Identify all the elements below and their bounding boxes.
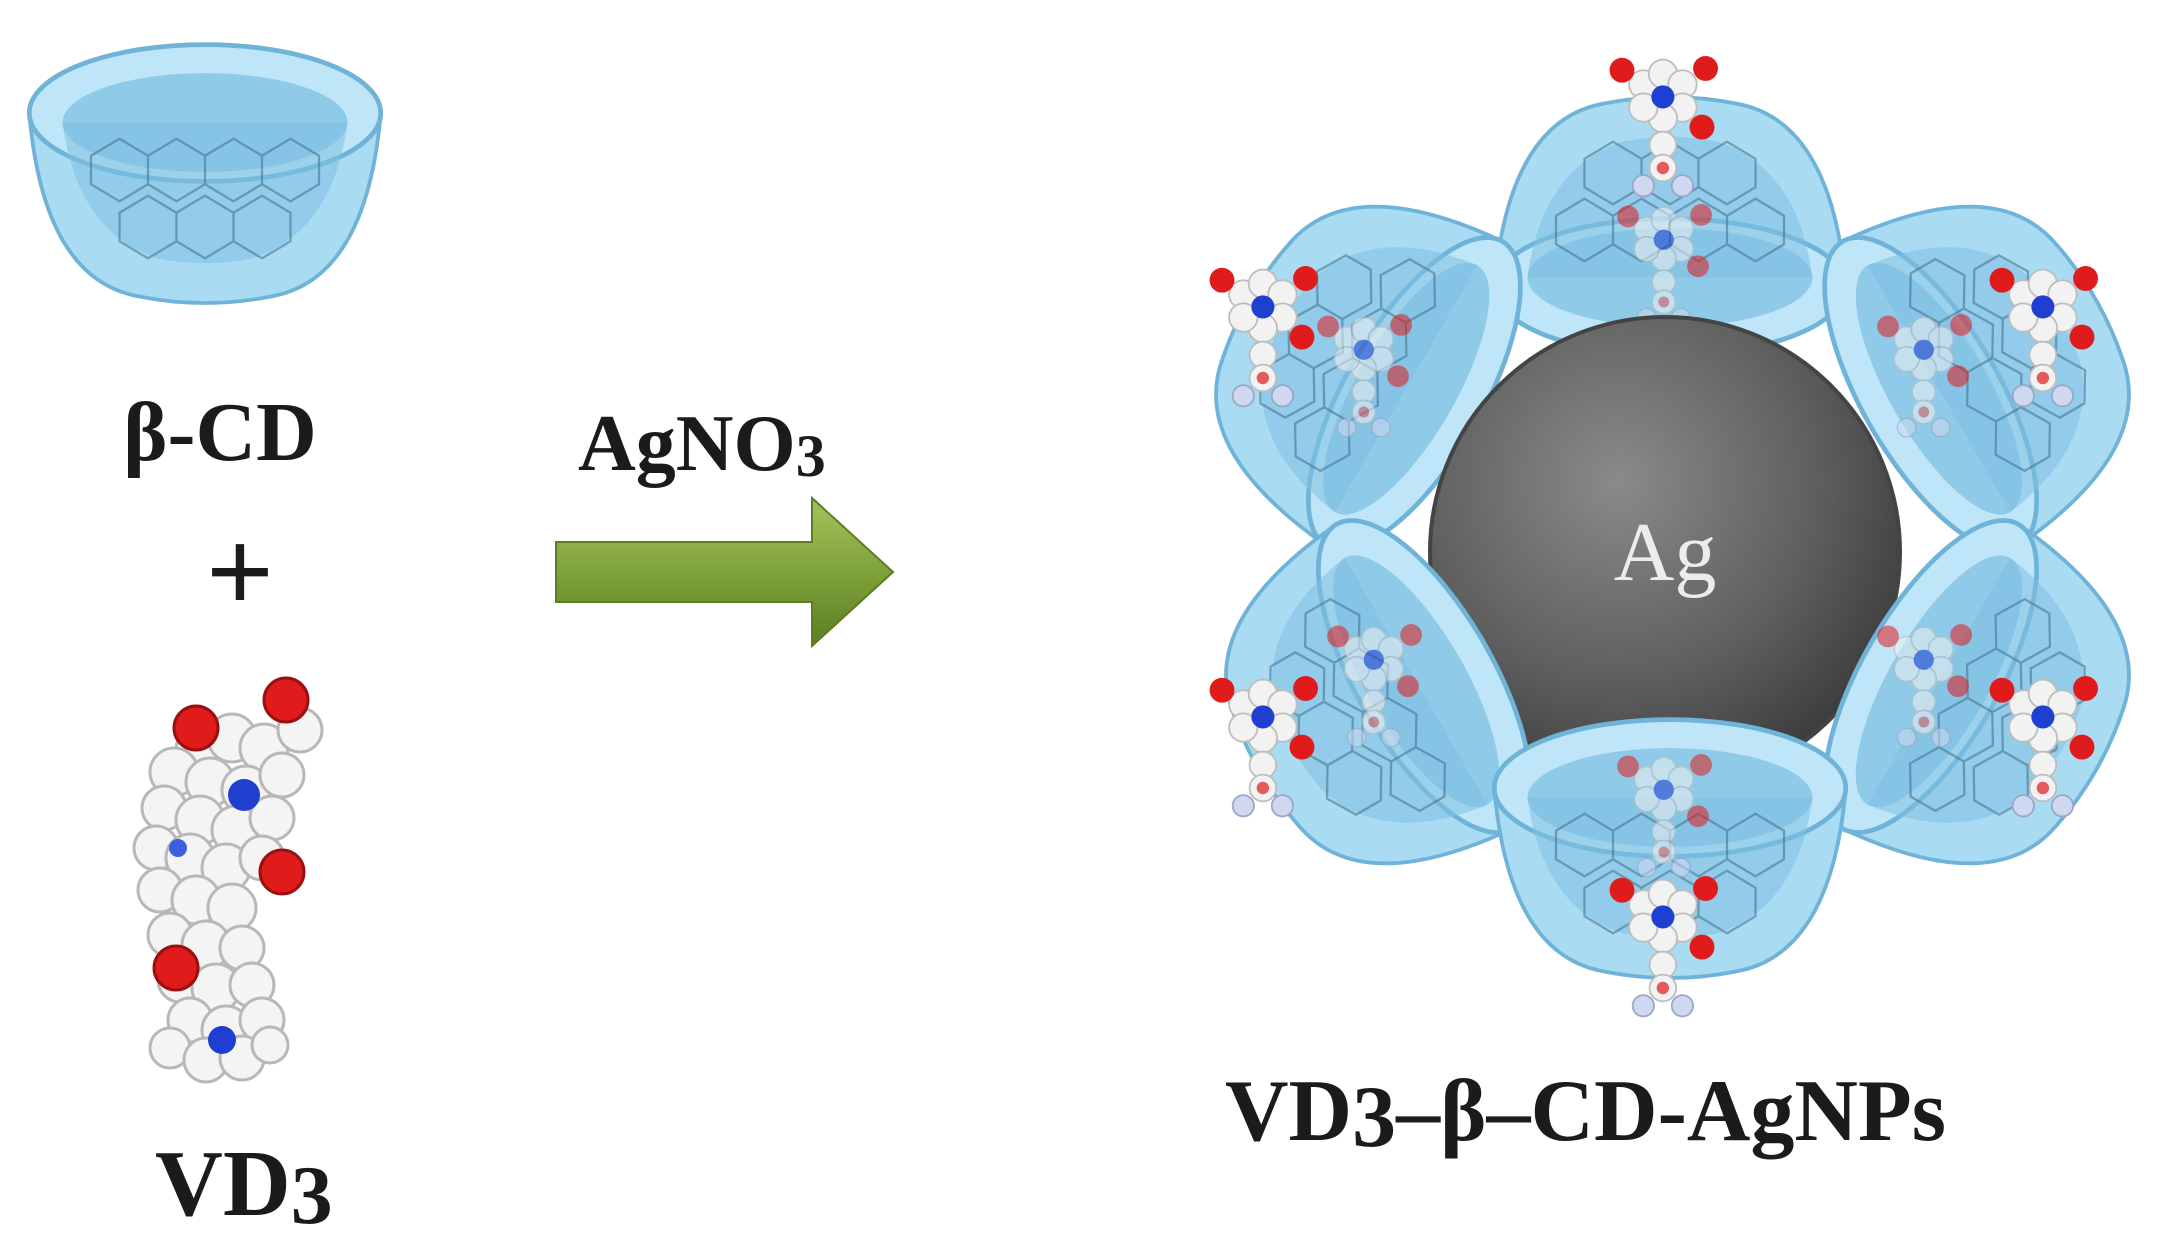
reaction-arrow-icon [555, 495, 895, 649]
beta-cd-cone-icon [29, 45, 381, 303]
ag-core-label: Ag [1614, 506, 1717, 599]
vd3-molecule-icon [132, 676, 324, 1084]
beta-cd-label: β-CD [123, 386, 317, 479]
vd3-beta-cd-agnps-assembly: Ag [1162, 55, 2171, 1018]
cd-cone-top [1494, 55, 1846, 355]
cd-cone-bottom [1494, 720, 1846, 1018]
product-label: VD3–β–CD-AgNPs [1225, 1063, 1946, 1166]
vd3-label: VD3 [155, 1132, 333, 1242]
plus-sign: + [206, 505, 274, 638]
reagent-label: AgNO3 [578, 400, 826, 489]
